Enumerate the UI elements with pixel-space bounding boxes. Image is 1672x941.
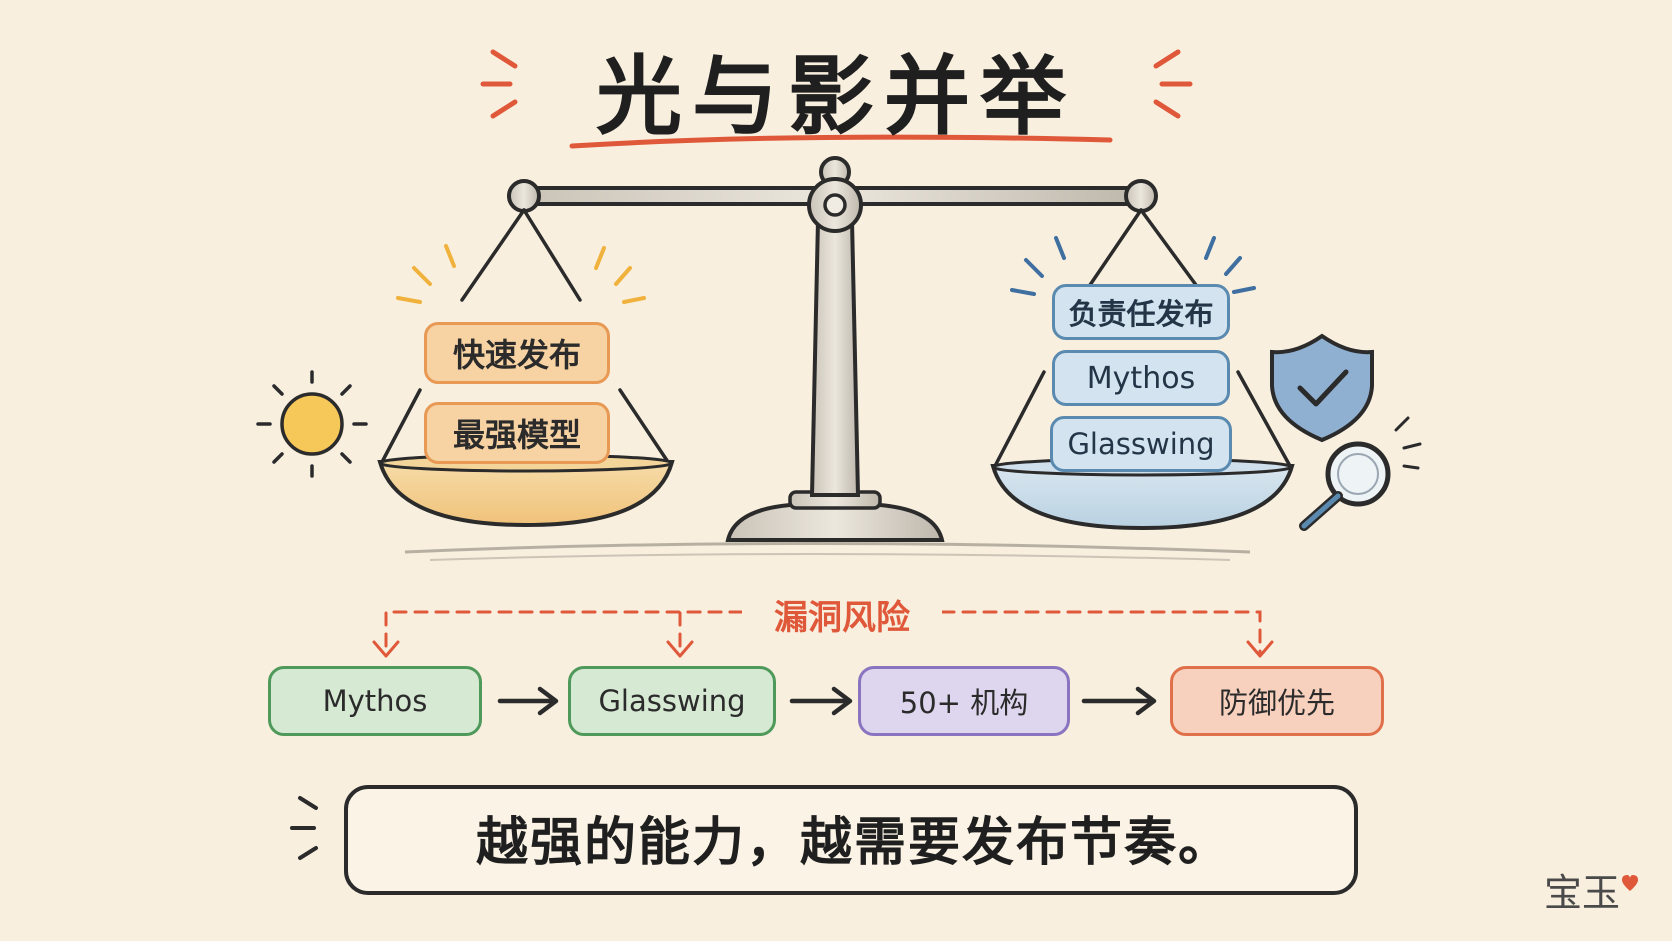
left-pan — [377, 460, 675, 528]
sun-icon — [256, 370, 368, 478]
title-underline — [569, 134, 1113, 149]
tag-responsible-release: 负责任发布 — [1052, 284, 1230, 340]
tag-glasswing: Glasswing — [1050, 416, 1232, 472]
flow-step-institutions: 50+ 机构 — [858, 666, 1070, 736]
quote-text: 越强的能力，越需要发布节奏。 — [476, 813, 1233, 873]
tag-mythos: Mythos — [1052, 350, 1230, 406]
magnifier-icon — [1299, 416, 1422, 531]
title-spark-right — [1153, 49, 1193, 119]
right-pan — [990, 464, 1295, 531]
flow-step-defense-first: 防御优先 — [1170, 666, 1384, 736]
quote-box — [344, 785, 1358, 895]
flow-step-glasswing: Glasswing — [568, 666, 776, 736]
signature: 宝玉 — [1544, 871, 1621, 915]
flow-step-mythos: Mythos — [268, 666, 482, 736]
title-spark-left — [480, 49, 518, 119]
scale-base — [725, 503, 945, 542]
tag-fast-release: 快速发布 — [424, 322, 610, 384]
shield-check-icon — [1270, 333, 1374, 443]
page-title: 光与影并举 — [596, 47, 1076, 147]
scale-pillar — [809, 218, 861, 497]
heart-icon — [1622, 875, 1638, 891]
tag-strongest-model: 最强模型 — [424, 402, 610, 464]
risk-label: 漏洞风险 — [742, 590, 942, 639]
